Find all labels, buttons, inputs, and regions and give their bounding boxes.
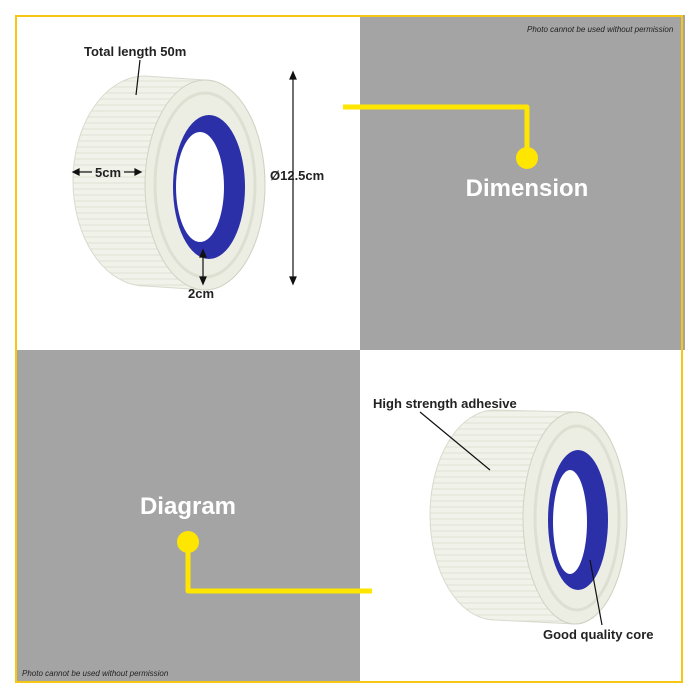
adhesive-label: High strength adhesive — [373, 396, 517, 411]
total-length-label: Total length 50m — [84, 44, 187, 59]
tape-roll-bottom — [429, 409, 628, 625]
diagram-panel — [15, 350, 360, 683]
thickness-label: 2cm — [188, 286, 215, 301]
width-label: 5cm — [95, 165, 122, 180]
yellow-frame — [15, 15, 683, 683]
diameter-label: Ø12.5cm — [270, 168, 325, 183]
dimension-arrows — [71, 59, 603, 626]
connector-dimension — [343, 104, 538, 169]
connector-diagram — [177, 531, 372, 594]
watermark-bottom: Photo cannot be used without permission — [22, 669, 169, 678]
watermark-top: Photo cannot be used without permission — [527, 25, 674, 34]
dimension-title: Dimension — [465, 175, 589, 202]
tape-roll-top — [72, 75, 266, 291]
diagram-title: Diagram — [139, 493, 237, 520]
dimension-panel — [360, 15, 685, 350]
core-label: Good quality core — [543, 627, 654, 642]
